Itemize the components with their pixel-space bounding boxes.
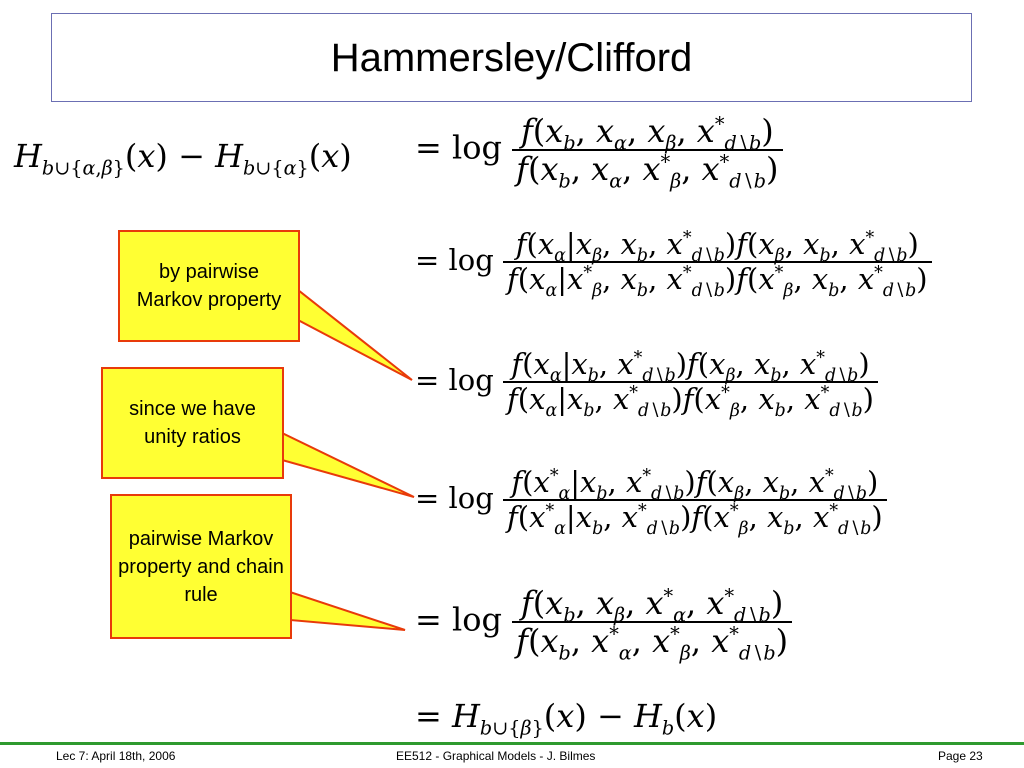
footer-rule [0,742,1024,745]
equation-step-3: = log f(xα|xb, x*d∖b)f(xβ, xb, x*d∖b)f(x… [415,348,878,419]
callout-pairwise-markov: by pairwise Markov property [118,230,300,342]
equation-final: = Hb∪{β}(x) − Hb(x) [415,697,718,740]
footer-page-number: Page 23 [938,749,983,763]
callout-pointer-2 [281,431,415,498]
callout-unity-ratios: since we have unity ratios [101,367,284,479]
footer-center: EE512 - Graphical Models - J. Bilmes [396,749,596,763]
slide-title: Hammersley/Clifford [330,36,693,80]
title-box: Hammersley/Clifford [51,13,972,102]
equation-step-2: = log f(xα|xβ, xb, x*d∖b)f(xβ, xb, x*d∖b… [415,228,932,299]
callout-chain-rule: pairwise Markov property and chain rule [110,494,292,639]
equation-step-4: = log f(x*α|xb, x*d∖b)f(xβ, xb, x*d∖b)f(… [415,466,887,537]
equation-lhs: Hb∪{α,β}(x) − Hb∪{α}(x) [14,137,352,180]
equation-step-1: = log f(xb, xα, xβ, x*d∖b)f(xb, xα, x*β,… [415,113,783,190]
callout-pointer-3 [289,590,406,631]
equation-step-5: = log f(xb, xβ, x*α, x*d∖b)f(xb, x*α, x*… [415,585,793,662]
footer-left: Lec 7: April 18th, 2006 [56,749,176,763]
callout-pointer-1 [297,287,413,381]
